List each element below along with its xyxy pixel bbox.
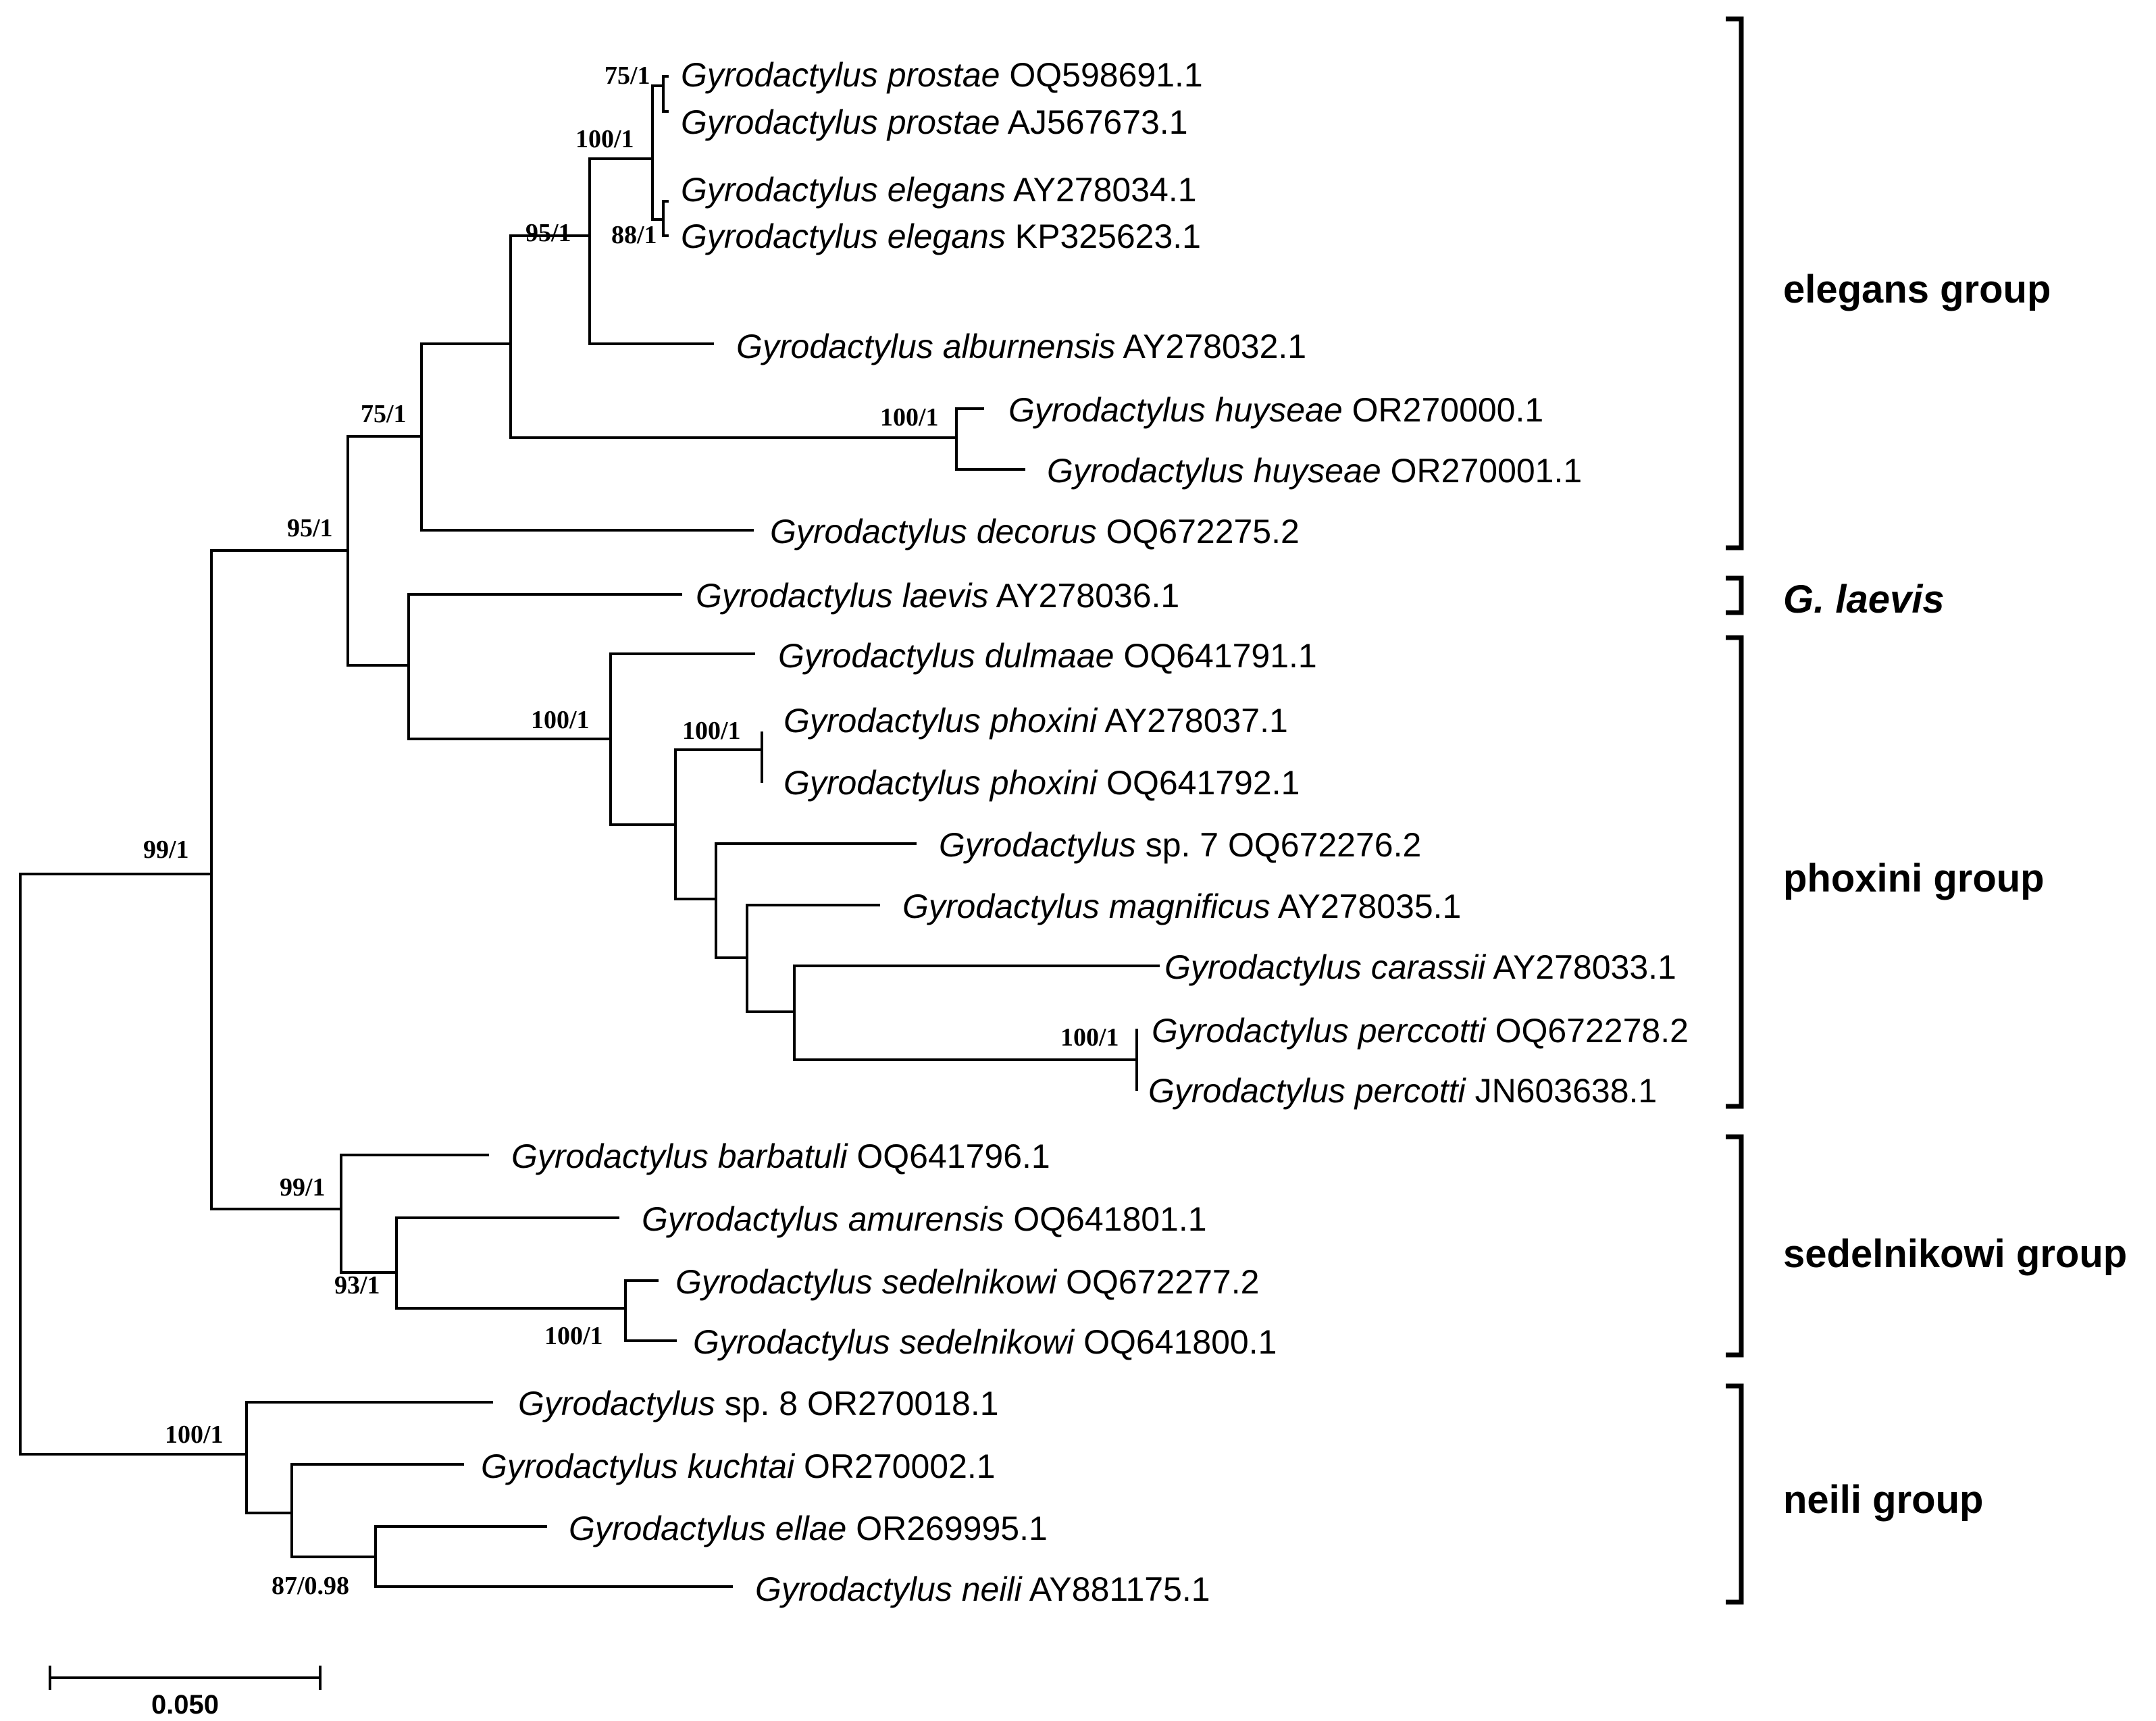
branch-node-neili-inner xyxy=(290,1463,464,1558)
taxon-label: Gyrodactylus sp. 7 OQ672276.2 xyxy=(939,826,1421,864)
taxon-label: Gyrodactylus carassii AY278033.1 xyxy=(1164,948,1676,986)
taxon-label: Gyrodactylus sedelnikowi OQ641800.1 xyxy=(693,1323,1277,1361)
support-value: 99/1 xyxy=(143,836,189,864)
taxon-label: Gyrodactylus laevis AY278036.1 xyxy=(696,577,1179,615)
group-label-neili: neili group xyxy=(1783,1478,1983,1522)
support-value: 100/1 xyxy=(575,125,634,153)
scale-bar-label: 0.050 xyxy=(151,1690,219,1720)
taxon-label: Gyrodactylus alburnensis AY278032.1 xyxy=(736,328,1306,365)
branch-node-elegans xyxy=(420,342,754,532)
group-label-sedelnikowi: sedelnikowi group xyxy=(1783,1232,2127,1276)
branch-node-prostae-elegans xyxy=(588,157,714,345)
branch-node-prostae-elegans-inner xyxy=(651,84,665,221)
support-value: 100/1 xyxy=(682,717,741,745)
taxon-label: Gyrodactylus percotti JN603638.1 xyxy=(1148,1072,1657,1110)
branch-node-sedelnikowi-inner xyxy=(395,1216,627,1310)
taxon-label: Gyrodactylus ellae OR269995.1 xyxy=(569,1510,1048,1547)
branch-node-laevis-phoxini xyxy=(407,593,682,740)
support-value: 100/1 xyxy=(1060,1023,1119,1052)
taxon-label: Gyrodactylus huyseae OR270000.1 xyxy=(1008,391,1543,429)
group-label-phoxini: phoxini group xyxy=(1783,856,2045,900)
taxon-label: Gyrodactylus elegans AY278034.1 xyxy=(681,171,1197,209)
bracket-phoxini-group xyxy=(1726,635,1744,1109)
bracket-elegans-group xyxy=(1726,16,1744,550)
taxon-label: Gyrodactylus magnificus AY278035.1 xyxy=(902,888,1461,925)
branch-node-ingroup xyxy=(210,549,349,1210)
support-value: 93/1 xyxy=(334,1271,380,1300)
support-value: 99/1 xyxy=(280,1173,326,1202)
support-value: 75/1 xyxy=(361,400,407,428)
taxon-label: Gyrodactylus dulmaae OQ641791.1 xyxy=(778,637,1317,675)
taxon-label: Gyrodactylus phoxini AY278037.1 xyxy=(784,702,1288,740)
branch-huyseae-pair xyxy=(955,407,1025,471)
taxon-label: Gyrodactylus prostae AJ567673.1 xyxy=(681,103,1188,141)
branch-node-neili-group xyxy=(245,1401,493,1514)
taxon-label: Gyrodactylus prostae OQ598691.1 xyxy=(681,56,1203,94)
taxon-label: Gyrodactylus neili AY881175.1 xyxy=(755,1570,1210,1608)
branch-prostae-pair xyxy=(662,75,669,113)
branch-node-ellae-neili xyxy=(374,1525,733,1588)
group-labels: elegans group G. laevis phoxini group se… xyxy=(1783,267,2127,1522)
branch-node-sedelnikowi-pair xyxy=(624,1279,677,1342)
branch-elegans-pair xyxy=(662,200,669,237)
taxon-label: Gyrodactylus decorus OQ672275.2 xyxy=(770,513,1300,550)
taxon-labels: Gyrodactylus prostae OQ598691.1 Gyrodact… xyxy=(481,56,1689,1608)
scale-bar: 0.050 xyxy=(49,1666,322,1720)
support-value: 87/0.98 xyxy=(272,1572,349,1600)
taxon-label: Gyrodactylus perccotti OQ672278.2 xyxy=(1152,1012,1689,1050)
support-value: 100/1 xyxy=(880,403,939,432)
taxon-label: Gyrodactylus barbatuli OQ641796.1 xyxy=(511,1137,1050,1175)
group-label-laevis: G. laevis xyxy=(1783,577,1945,621)
bracket-laevis xyxy=(1726,575,1744,615)
branch-node-phoxini xyxy=(609,652,755,826)
taxon-label: Gyrodactylus amurensis OQ641801.1 xyxy=(642,1200,1207,1238)
support-value: 88/1 xyxy=(611,221,657,249)
branch-node-magnificus xyxy=(746,904,880,1013)
support-value: 95/1 xyxy=(287,514,333,542)
taxon-label: Gyrodactylus sp. 8 OR270018.1 xyxy=(518,1385,999,1422)
taxon-label: Gyrodactylus kuchtai OR270002.1 xyxy=(481,1447,996,1485)
scale-bar-line xyxy=(49,1666,322,1690)
support-values: 75/1 100/1 88/1 95/1 100/1 75/1 95/1 100… xyxy=(143,61,1119,1600)
tree-branches xyxy=(19,75,1160,1588)
taxon-label: Gyrodactylus huyseae OR270001.1 xyxy=(1047,452,1582,490)
branch-node-carassii xyxy=(793,965,1160,1061)
support-value: 75/1 xyxy=(605,61,650,90)
bracket-sedelnikowi-group xyxy=(1726,1134,1744,1358)
branch-node-sp7 xyxy=(715,842,917,959)
group-brackets xyxy=(1726,16,1744,1605)
branch-node-elegans-phoxini xyxy=(346,435,423,667)
group-label-elegans: elegans group xyxy=(1783,267,2051,311)
branch-node-elegans-huyseae xyxy=(509,234,958,439)
taxon-label: Gyrodactylus phoxini OQ641792.1 xyxy=(784,764,1300,802)
support-value: 100/1 xyxy=(531,706,590,734)
bracket-neili-group xyxy=(1726,1383,1744,1605)
support-value: 100/1 xyxy=(165,1420,224,1449)
branch-node-phoxini-inner xyxy=(674,748,763,900)
taxon-label: Gyrodactylus sedelnikowi OQ672277.2 xyxy=(675,1263,1259,1301)
branch-node-sedelnikowi-group xyxy=(340,1154,489,1274)
branch-root xyxy=(19,873,248,1456)
taxon-label: Gyrodactylus elegans KP325623.1 xyxy=(681,217,1201,255)
support-value: 100/1 xyxy=(544,1322,603,1350)
support-value: 95/1 xyxy=(525,219,571,247)
